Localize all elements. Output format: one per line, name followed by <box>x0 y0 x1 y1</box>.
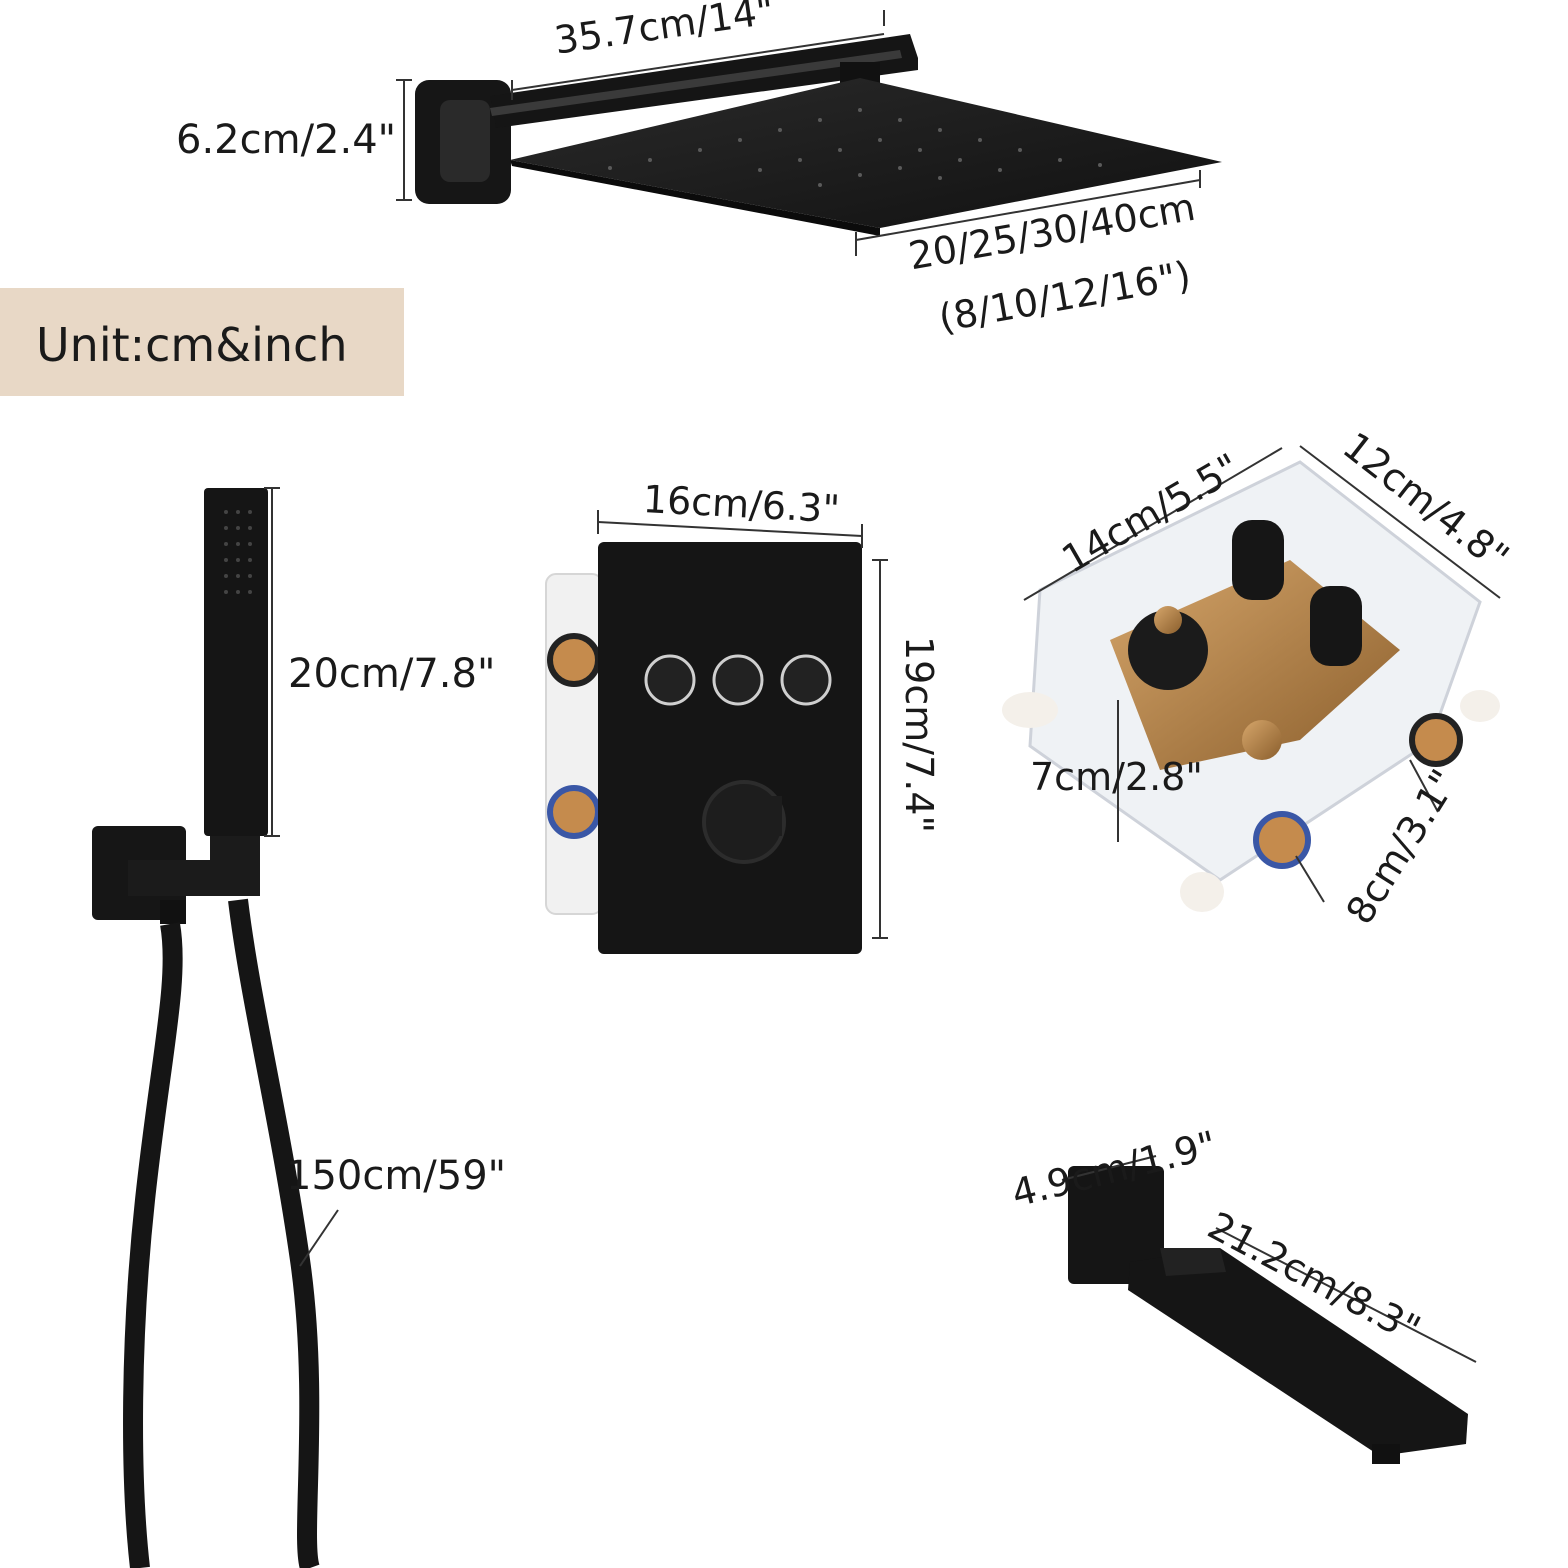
unit-badge <box>0 288 404 396</box>
diverter-button-1 <box>644 654 696 706</box>
spout-wall-plate <box>1068 1166 1164 1284</box>
label-hand-shower-length: 20cm/7.8" <box>288 651 496 697</box>
nozzle-pattern <box>608 108 1102 187</box>
label-hose-length: 150cm/59" <box>286 1153 507 1199</box>
control-panel <box>598 542 862 954</box>
thermostat-knob <box>702 780 786 864</box>
diverter-button-2 <box>712 654 764 706</box>
rain-head <box>510 78 1222 228</box>
label-panel-height: 19cm/7.4" <box>897 636 941 833</box>
label-box-depth: 7cm/2.8" <box>1030 755 1203 799</box>
unit-badge-text: Unit:cm&inch <box>36 318 348 372</box>
tub-spout <box>1128 1248 1468 1456</box>
diverter-button-3 <box>780 654 832 706</box>
label-panel-width: 16cm/6.3" <box>641 477 841 532</box>
shower-head-assembly <box>396 10 1222 256</box>
control-panel-assembly <box>545 510 888 954</box>
hand-shower-assembly <box>92 487 339 1568</box>
label-wall-plate-height: 6.2cm/2.4" <box>176 117 397 163</box>
shower-hose <box>228 898 320 1568</box>
tub-spout-assembly <box>1061 1155 1477 1464</box>
hand-shower-head <box>204 488 268 836</box>
valve-box-assembly <box>1002 445 1501 912</box>
